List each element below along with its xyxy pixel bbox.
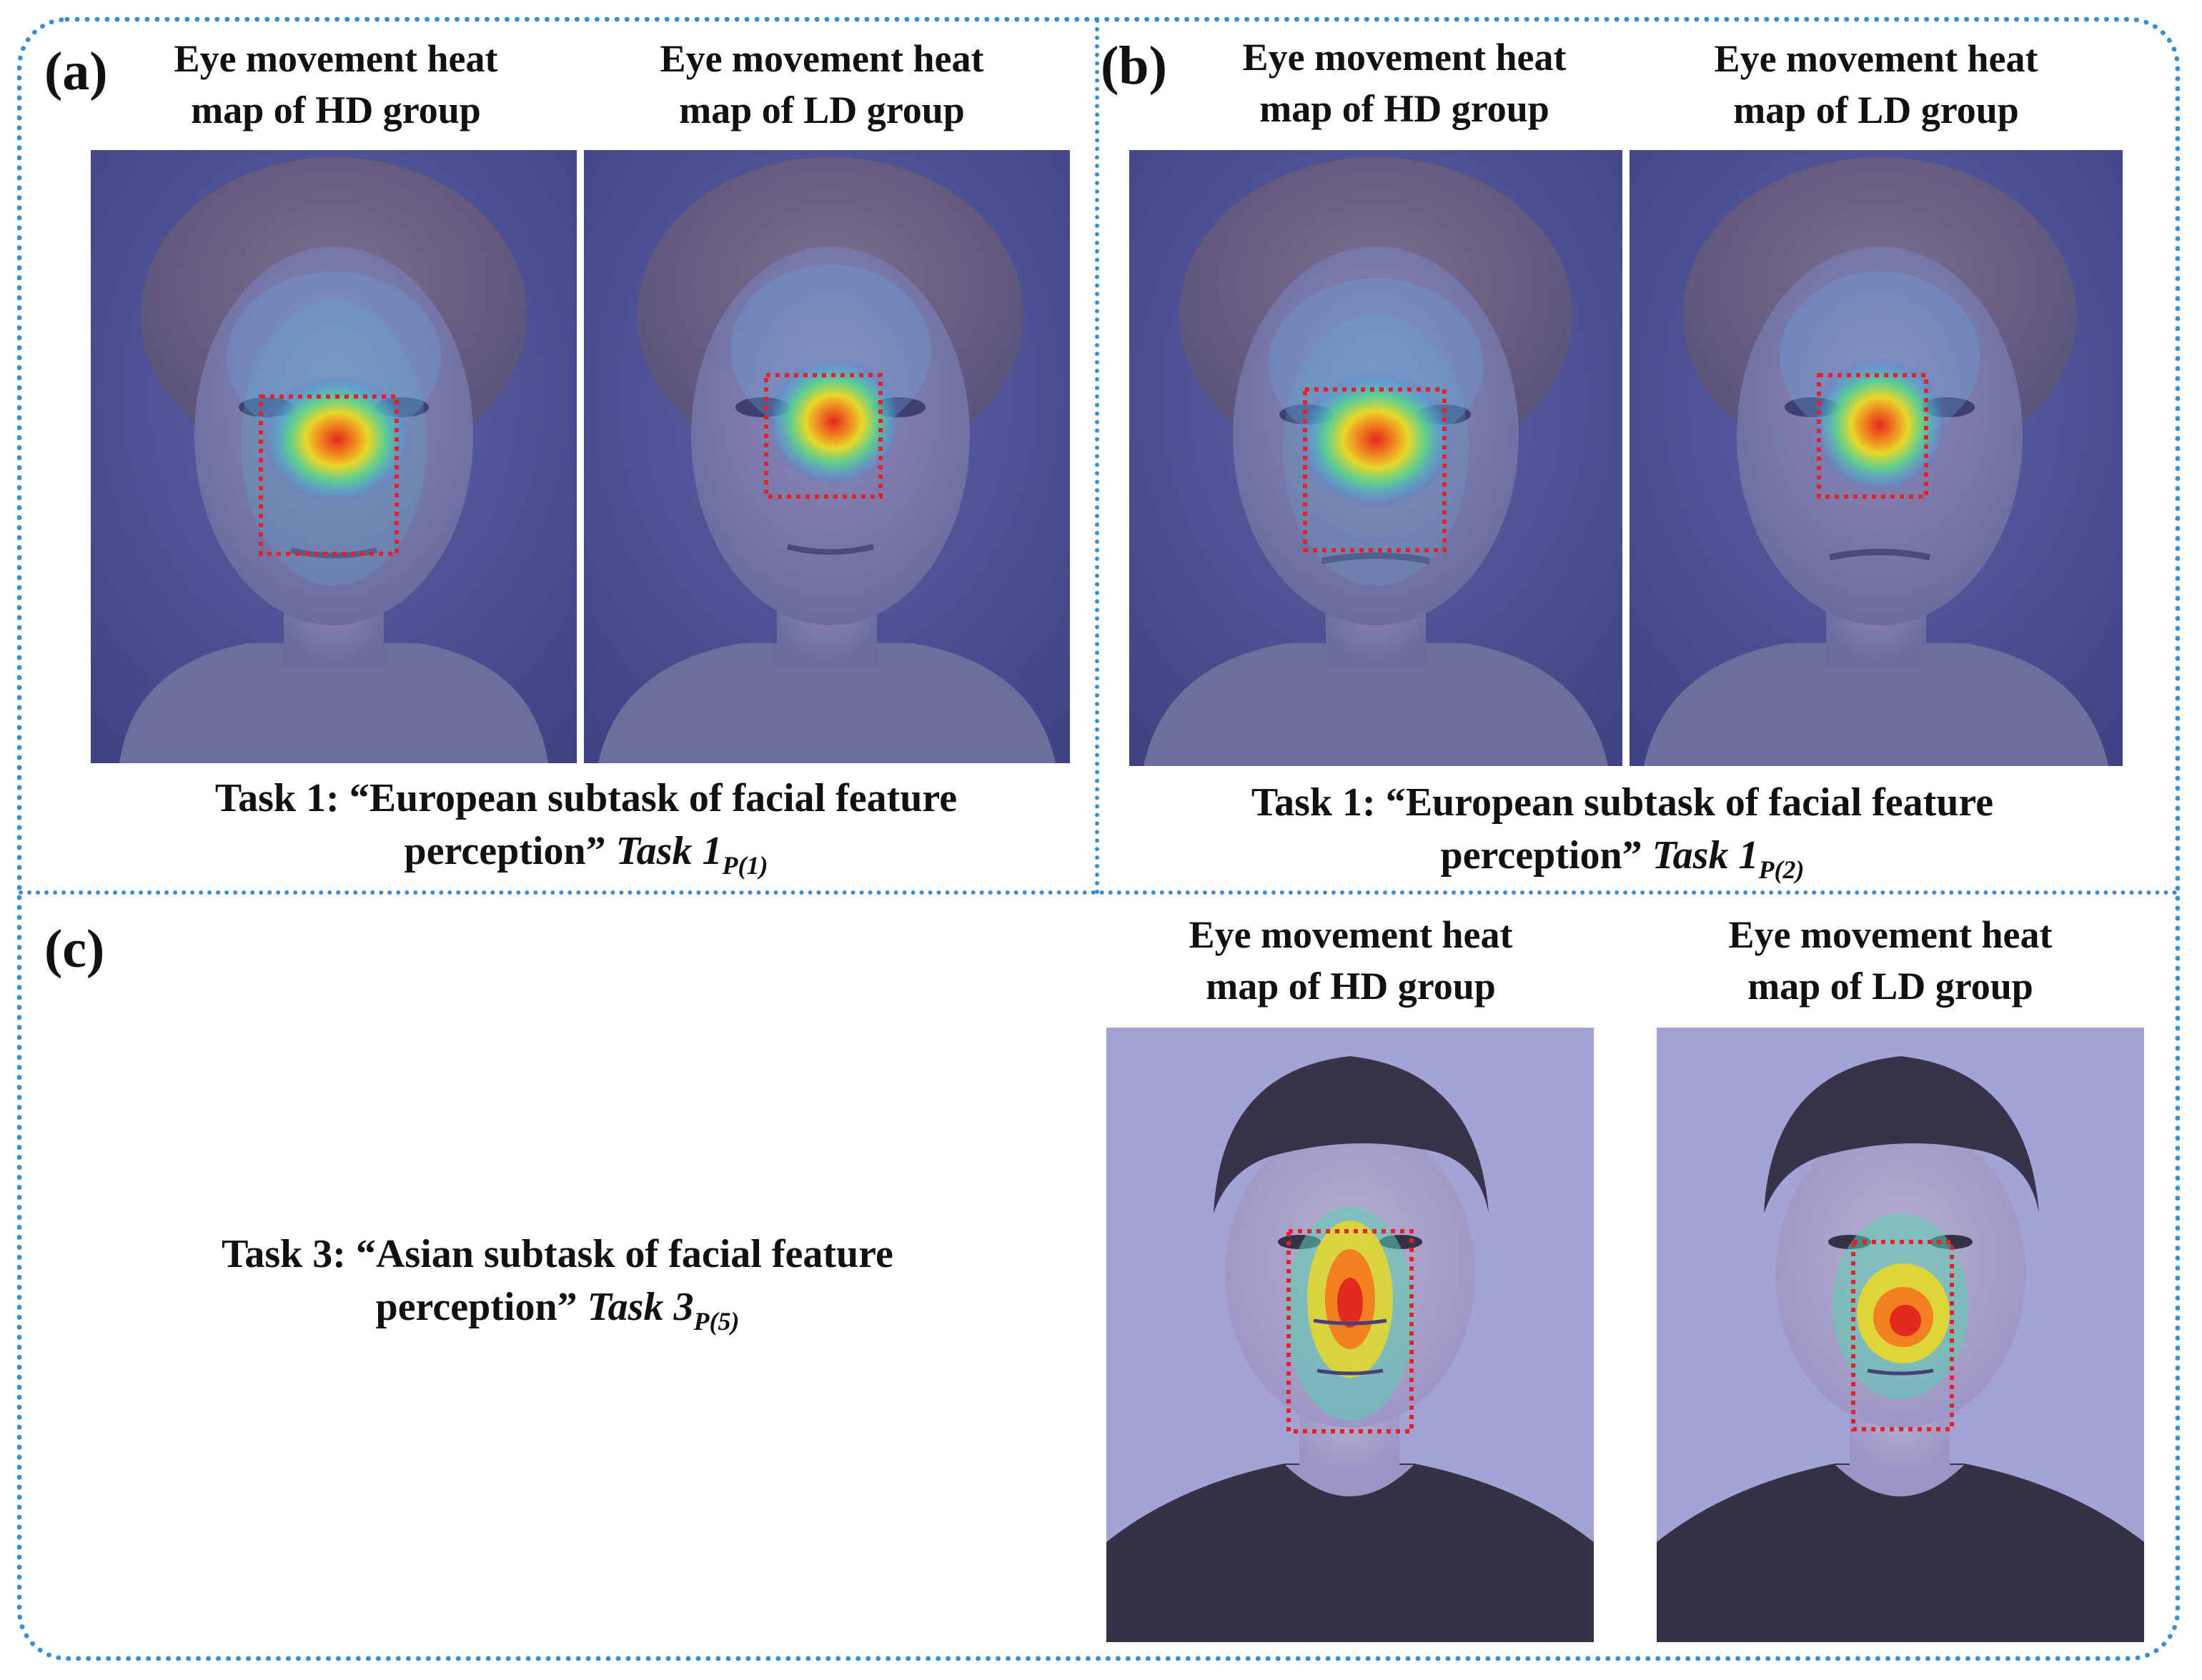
- panel-b-caption-subscript: P(2): [1758, 855, 1805, 884]
- panel-a-caption-subscript: P(1): [722, 851, 768, 880]
- panel-c-hd-heatmap-image: [1106, 1028, 1594, 1642]
- panel-c-ld-title: Eye movement heat map of LD group: [1694, 909, 2087, 1012]
- panel-b-hd-title-line1: Eye movement heat: [1242, 36, 1567, 79]
- panel-b-ld-title: Eye movement heat map of LD group: [1680, 33, 2073, 136]
- panel-a-caption-task: Task 1: [615, 829, 723, 873]
- panel-a-hd-heatmap-image: [91, 150, 577, 763]
- panel-a-ld-title-line2: map of LD group: [679, 89, 965, 131]
- panel-c-caption: Task 3: “Asian subtask of facial feature…: [179, 1228, 936, 1336]
- panel-c-caption-line1: Task 3: “Asian subtask of facial feature: [222, 1232, 893, 1276]
- panel-c-caption-line2: perception” Task 3P(5): [179, 1281, 936, 1336]
- panel-divider-vertical: [1095, 19, 1099, 895]
- panel-b-hd-title-line2: map of HD group: [1259, 87, 1549, 130]
- panel-a-caption-line2: perception” Task 1P(1): [129, 825, 1043, 878]
- panel-a-hd-title-line2: map of HD group: [191, 89, 481, 131]
- panel-a-caption-line2-text: perception”: [404, 829, 606, 873]
- panel-a-caption: Task 1: “European subtask of facial feat…: [129, 772, 1043, 878]
- panel-c-caption-task: Task 3: [587, 1285, 694, 1329]
- panel-b-caption-line2-text: perception”: [1440, 833, 1642, 878]
- panel-label-a: (a): [44, 41, 108, 101]
- panel-a-hd-title: Eye movement heat map of HD group: [139, 33, 532, 136]
- panel-a-ld-title-line1: Eye movement heat: [660, 37, 984, 80]
- panel-b-caption: Task 1: “European subtask of facial feat…: [1165, 776, 2080, 884]
- panel-a-ld-heatmap-image: [584, 150, 1070, 763]
- panel-a-ld-title: Eye movement heat map of LD group: [625, 33, 1018, 136]
- panel-c-ld-title-line2: map of LD group: [1747, 965, 2033, 1008]
- panel-b-caption-line2: perception” Task 1P(2): [1165, 829, 2080, 884]
- panel-c-ld-title-line1: Eye movement heat: [1728, 913, 2053, 956]
- panel-b-hd-title: Eye movement heat map of HD group: [1208, 31, 1601, 134]
- panel-b-ld-title-line2: map of LD group: [1733, 89, 2019, 131]
- panel-label-b: (b): [1101, 36, 1167, 96]
- panel-c-ld-heatmap-image: [1657, 1028, 2144, 1642]
- panel-c-caption-subscript: P(5): [693, 1307, 740, 1336]
- panel-b-ld-heatmap-image: [1630, 150, 2123, 766]
- panel-b-caption-task: Task 1: [1652, 833, 1759, 878]
- panel-label-c: (c): [44, 919, 105, 979]
- panel-b-caption-line1: Task 1: “European subtask of facial feat…: [1251, 780, 1994, 825]
- panel-c-caption-line2-text: perception”: [375, 1285, 577, 1329]
- panel-a-hd-title-line1: Eye movement heat: [174, 37, 498, 80]
- panel-c-hd-title-line1: Eye movement heat: [1189, 913, 1513, 956]
- panel-b-hd-heatmap-image: [1129, 150, 1622, 766]
- panel-a-caption-line1: Task 1: “European subtask of facial feat…: [214, 776, 958, 820]
- panel-c-hd-title-line2: map of HD group: [1206, 965, 1496, 1008]
- panel-c-hd-title: Eye movement heat map of HD group: [1154, 909, 1547, 1012]
- panel-divider-horizontal: [19, 890, 2178, 895]
- panel-b-ld-title-line1: Eye movement heat: [1714, 37, 2038, 80]
